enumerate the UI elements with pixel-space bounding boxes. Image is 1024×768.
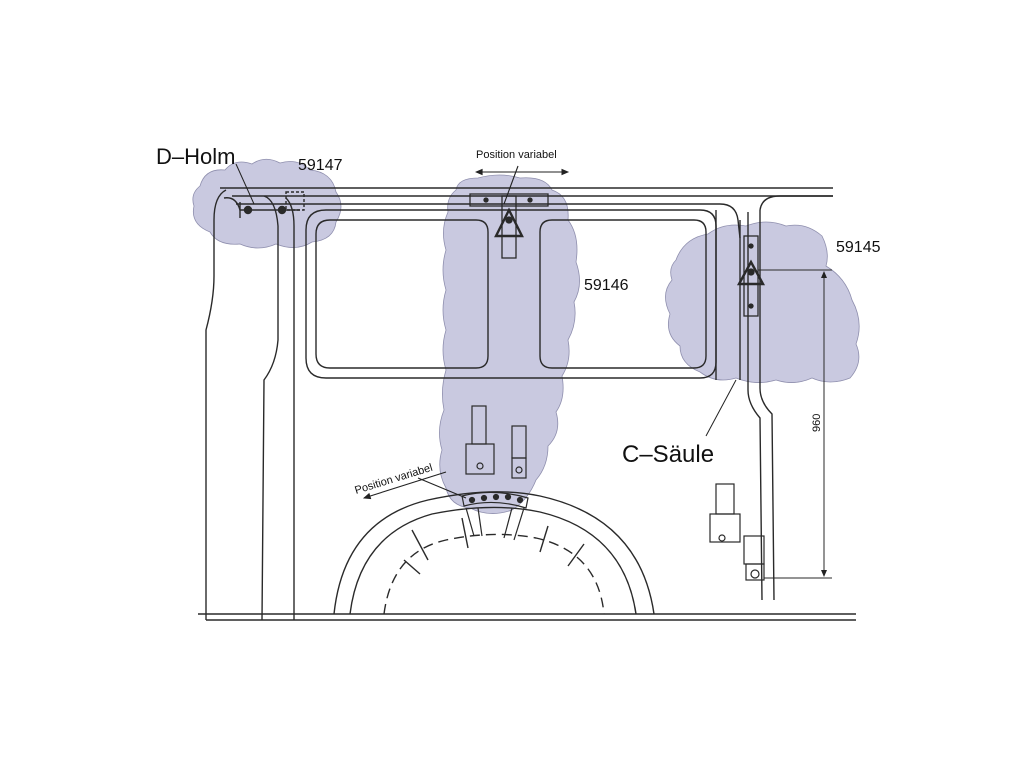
c-pillar-lower-fitting: [709, 483, 765, 581]
seat-rail-brackets: [461, 405, 529, 541]
label-position-variable-top: Position variabel: [476, 149, 557, 161]
dimension-960: [758, 269, 832, 579]
label-d-holm: D–Holm: [156, 144, 235, 169]
side-window: [305, 209, 717, 379]
lashing-ring-b-icon: [494, 207, 524, 238]
d-holm-bracket: [223, 191, 305, 218]
label-dimension-960: 960: [811, 414, 823, 432]
label-part-59145: 59145: [836, 239, 881, 256]
position-arrows: [362, 165, 570, 500]
label-part-59147: 59147: [298, 157, 343, 174]
lashing-ring-c-icon: [736, 259, 766, 286]
label-c-saule: C–Säule: [622, 441, 714, 468]
highlight-regions: [192, 158, 860, 514]
highlight-c-pillar: [665, 221, 860, 383]
leader-lines: [235, 163, 737, 437]
c-pillar-bracket: [736, 235, 766, 317]
highlight-b-pillar: [439, 174, 580, 514]
vehicle-body-outline: [198, 187, 856, 621]
b-pillar-bracket: [469, 193, 549, 259]
label-part-59146: 59146: [584, 277, 629, 294]
